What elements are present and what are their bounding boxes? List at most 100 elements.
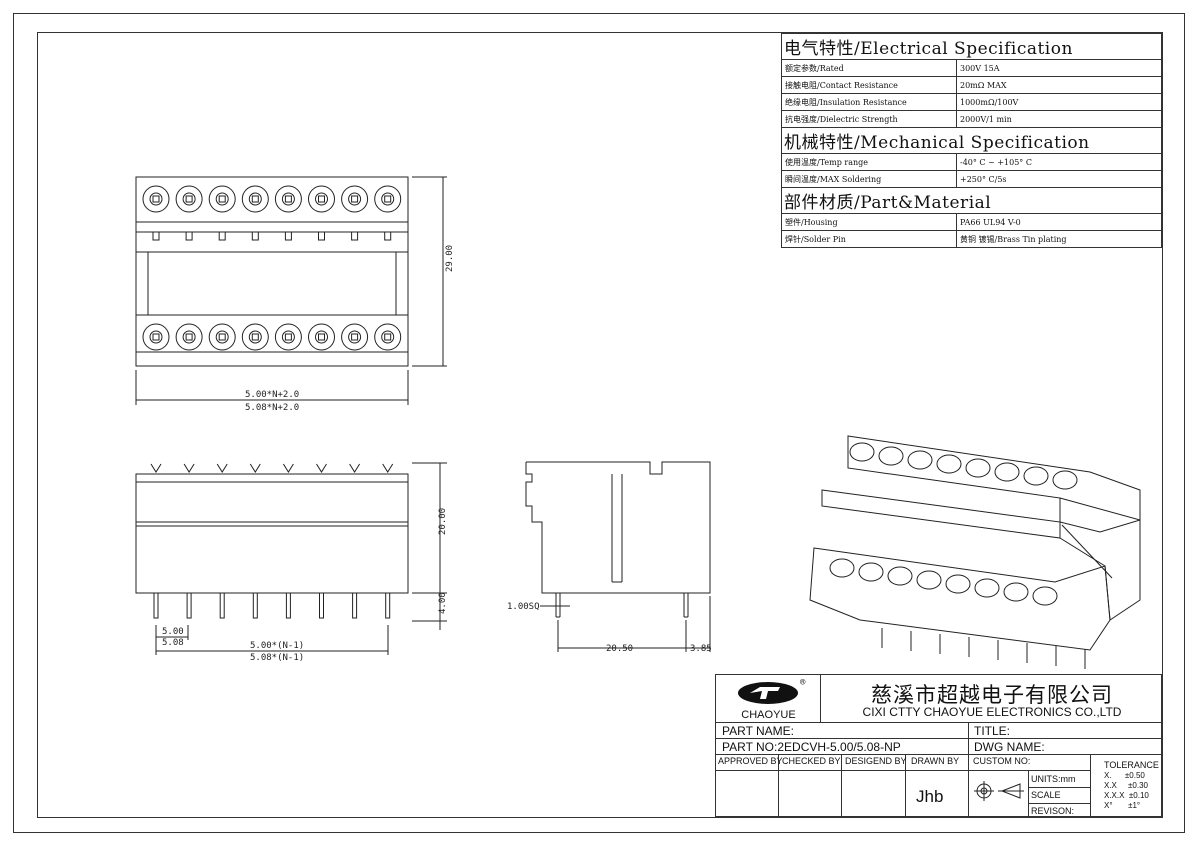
terminal-screw-head — [315, 330, 328, 344]
solder-pin — [219, 592, 225, 619]
iso-terminal-front — [858, 562, 884, 582]
terminal-screw-head — [381, 192, 395, 206]
terminal-screw-slot — [384, 333, 392, 341]
terminal-screw-outline — [341, 323, 369, 351]
front-view — [135, 463, 409, 619]
dielectric-strength-value: 2000V/1 min — [956, 110, 1162, 128]
solder-pin — [252, 592, 258, 619]
max-soldering-value: +250° C/5s — [956, 170, 1162, 188]
terminal-screw-head — [248, 330, 262, 344]
divider — [1028, 803, 1090, 804]
dim-pin-square: 1.00SQ — [507, 602, 540, 612]
divider — [905, 755, 906, 818]
terminal-screw-head — [215, 192, 229, 206]
terminal-screw-outline — [241, 185, 269, 213]
terminal-screw-outline — [208, 185, 236, 213]
isometric-view — [809, 435, 1141, 669]
contact-resistance-label: 接触电阻/Contact Resistance — [781, 76, 957, 94]
iso-terminal-rear — [965, 458, 991, 478]
solder-pin — [186, 592, 192, 619]
divider — [968, 755, 969, 818]
company-name-cn: 慈溪市超越电子有限公司 — [871, 684, 1113, 707]
terminal-top-marker — [349, 463, 361, 473]
specification-table: 电气特性/Electrical Specification 额定参数/Rated… — [781, 33, 1162, 248]
side-view — [525, 461, 711, 618]
svg-text:®: ® — [800, 678, 806, 688]
terminal-screw-slot — [152, 333, 160, 341]
chaoyue-logo-icon: ® — [738, 678, 806, 704]
logo-area: ® CHAOYUE — [716, 675, 821, 722]
projection-symbol-icon — [974, 781, 1024, 801]
solder-pin-value: 黄铜 镀锡/Brass Tin plating — [956, 230, 1162, 248]
terminal-screw-head — [281, 330, 295, 344]
tolerance-xx: X.X ±0.30 — [1104, 781, 1148, 790]
terminal-screw-outline — [374, 323, 402, 351]
divider — [778, 755, 779, 818]
electrical-spec-heading: 电气特性/Electrical Specification — [781, 33, 1162, 60]
inner-border — [37, 32, 1163, 818]
terminal-screw-slot — [251, 195, 259, 203]
terminal-screw-outline — [341, 185, 369, 213]
iso-terminal-rear — [936, 454, 962, 474]
dim-span-1: 5.00*(N-1) — [250, 641, 304, 651]
terminal-screw-head — [315, 192, 328, 206]
divider — [716, 770, 968, 771]
divider — [1028, 770, 1029, 818]
company-area: 慈溪市超越电子有限公司 CIXI CTTY CHAOYUE ELECTRONIC… — [821, 675, 1163, 722]
checked-by-label: CHECKED BY — [782, 756, 841, 766]
dim-span-2: 5.08*(N-1) — [250, 653, 304, 663]
tolerance-x: X. ±0.50 — [1104, 771, 1145, 780]
terminal-screw-slot — [284, 333, 292, 341]
terminal-screw-slot — [318, 195, 325, 203]
terminal-screw-head — [381, 330, 395, 344]
terminal-screw-slot — [251, 333, 259, 341]
terminal-screw-head — [348, 192, 362, 206]
tolerance-xxx: X.X.X ±0.10 — [1104, 791, 1149, 800]
solder-pin — [153, 592, 159, 619]
designed-by-label: DESIGEND BY — [845, 756, 907, 766]
iso-terminal-front — [1032, 586, 1058, 606]
iso-terminal-front — [916, 570, 942, 590]
housing-label: 塑件/Housing — [781, 213, 957, 231]
material-heading: 部件材质/Part&Material — [781, 187, 1162, 214]
part-no-row: PART NO:2EDCVH-5.00/5.08-NP DWG NAME: — [716, 738, 1163, 754]
logo-name: CHAOYUE — [741, 709, 796, 721]
terminal-screw-head — [248, 192, 262, 206]
terminal-screw-outline — [241, 323, 269, 351]
solder-pin — [385, 592, 391, 619]
units-label: UNITS:mm — [1031, 774, 1076, 784]
terminal-top-marker — [183, 463, 195, 473]
iso-terminal-front — [887, 566, 913, 586]
housing-value: PA66 UL94 V-0 — [956, 213, 1162, 231]
iso-terminal-rear — [1023, 466, 1049, 486]
rated-value: 300V 15A — [956, 59, 1162, 77]
terminal-screw-slot — [351, 195, 359, 203]
terminal-screw-outline — [274, 323, 302, 351]
terminal-screw-head — [348, 330, 362, 344]
iso-terminal-rear — [994, 462, 1020, 482]
terminal-screw-outline — [175, 185, 203, 213]
temp-range-value: -40° C ~ +105° C — [956, 153, 1162, 171]
terminal-notch — [251, 231, 259, 241]
terminal-notch — [351, 231, 359, 241]
terminal-screw-outline — [308, 185, 335, 213]
revision-label: REVISON: — [1031, 806, 1075, 816]
divider — [1090, 755, 1091, 818]
terminal-screw-slot — [185, 333, 193, 341]
terminal-screw-outline — [374, 185, 402, 213]
dim-front-height: 20.00 — [438, 508, 448, 535]
iso-terminal-front — [1003, 582, 1029, 602]
scale-label: SCALE — [1031, 790, 1061, 800]
iso-terminal-front — [974, 578, 1000, 598]
divider — [968, 739, 969, 754]
dwg-name-label: DWG NAME: — [974, 740, 1045, 754]
solder-pin — [285, 592, 291, 619]
divider — [841, 755, 842, 818]
solder-pin-label: 焊针/Solder Pin — [781, 230, 957, 248]
terminal-notch — [318, 231, 325, 241]
part-name-label: PART NAME: — [722, 724, 795, 738]
tolerance-label: TOLERANCE — [1104, 760, 1159, 770]
terminal-screw-outline — [175, 323, 203, 351]
custom-no-label: CUSTOM NO: — [973, 756, 1031, 766]
